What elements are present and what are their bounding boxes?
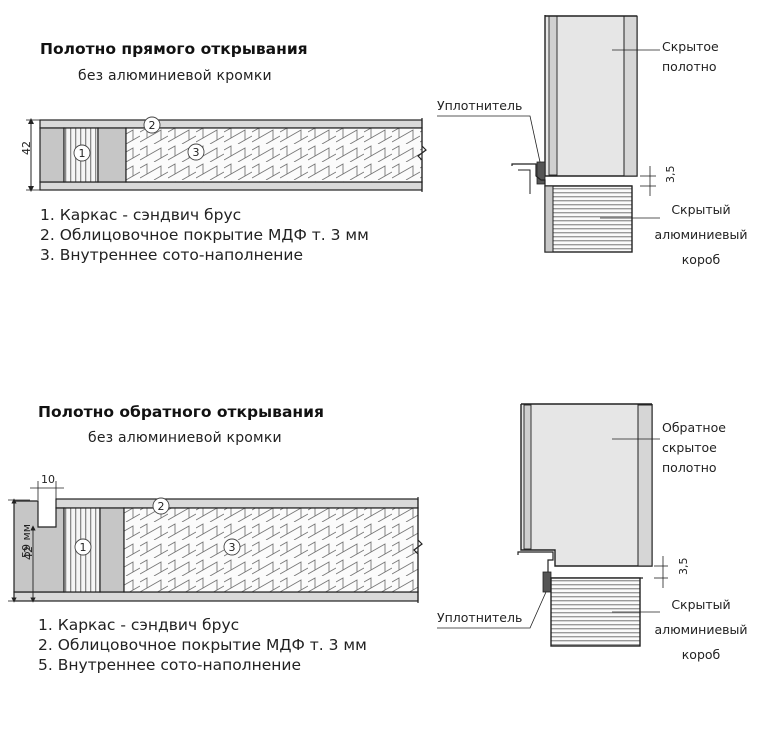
section2-door-detail: 3,5 bbox=[437, 403, 690, 647]
section1-seal-label: Уплотнитель bbox=[437, 98, 523, 113]
section2-box-label: Скрытый алюминиевый короб bbox=[654, 597, 748, 662]
section2-dim-59: 59 мм bbox=[20, 524, 33, 558]
legend-item-2: 2. Облицовочное покрытие МДФ т. 3 мм bbox=[40, 226, 369, 244]
marker-3: 3 bbox=[193, 146, 200, 159]
section1-panel: 42 1 2 3 bbox=[20, 116, 427, 192]
section2-subtitle: без алюминиевой кромки bbox=[88, 430, 282, 446]
section1-door-detail: 3,5 bbox=[437, 15, 677, 253]
section2-dim-10: 10 bbox=[41, 473, 55, 486]
section1-subtitle: без алюминиевой кромки bbox=[78, 68, 272, 84]
section2-dim-42: 42 bbox=[22, 546, 35, 560]
section1-gap-dim: 3,5 bbox=[664, 166, 677, 184]
marker-3: 3 bbox=[229, 541, 236, 554]
marker-2: 2 bbox=[149, 119, 156, 132]
legend-item-1: 1. Каркас - сэндвич брус bbox=[38, 616, 240, 634]
section1-box-label: Скрытый алюминиевый короб bbox=[654, 202, 748, 267]
legend-item-2: 2. Облицовочное покрытие МДФ т. 3 мм bbox=[38, 636, 367, 654]
section1-leaf-label: Скрытое полотно bbox=[662, 39, 719, 74]
section1-legend: 1. Каркас - сэндвич брус 2. Облицовочное… bbox=[40, 205, 369, 265]
legend-item-1: 1. Каркас - сэндвич брус bbox=[40, 206, 242, 224]
section2-leaf-label: Обратное скрытое полотно bbox=[662, 420, 726, 475]
section2-seal-label: Уплотнитель bbox=[437, 610, 523, 625]
section2-title: Полотно обратного открывания bbox=[38, 403, 324, 421]
legend-item-3: 3. Внутреннее сото-наполнение bbox=[40, 246, 304, 264]
section1-title: Полотно прямого открывания bbox=[40, 40, 308, 58]
legend-item-3: 5. Внутреннее сото-наполнение bbox=[38, 656, 302, 674]
section2-panel: 10 59 мм 42 1 2 3 bbox=[8, 473, 423, 603]
marker-1: 1 bbox=[80, 541, 87, 554]
section2-gap-dim: 3,5 bbox=[677, 558, 690, 576]
section2-legend: 1. Каркас - сэндвич брус 2. Облицовочное… bbox=[38, 615, 367, 675]
marker-1: 1 bbox=[79, 147, 86, 160]
marker-2: 2 bbox=[158, 500, 165, 513]
section1-dim-42: 42 bbox=[20, 141, 33, 155]
